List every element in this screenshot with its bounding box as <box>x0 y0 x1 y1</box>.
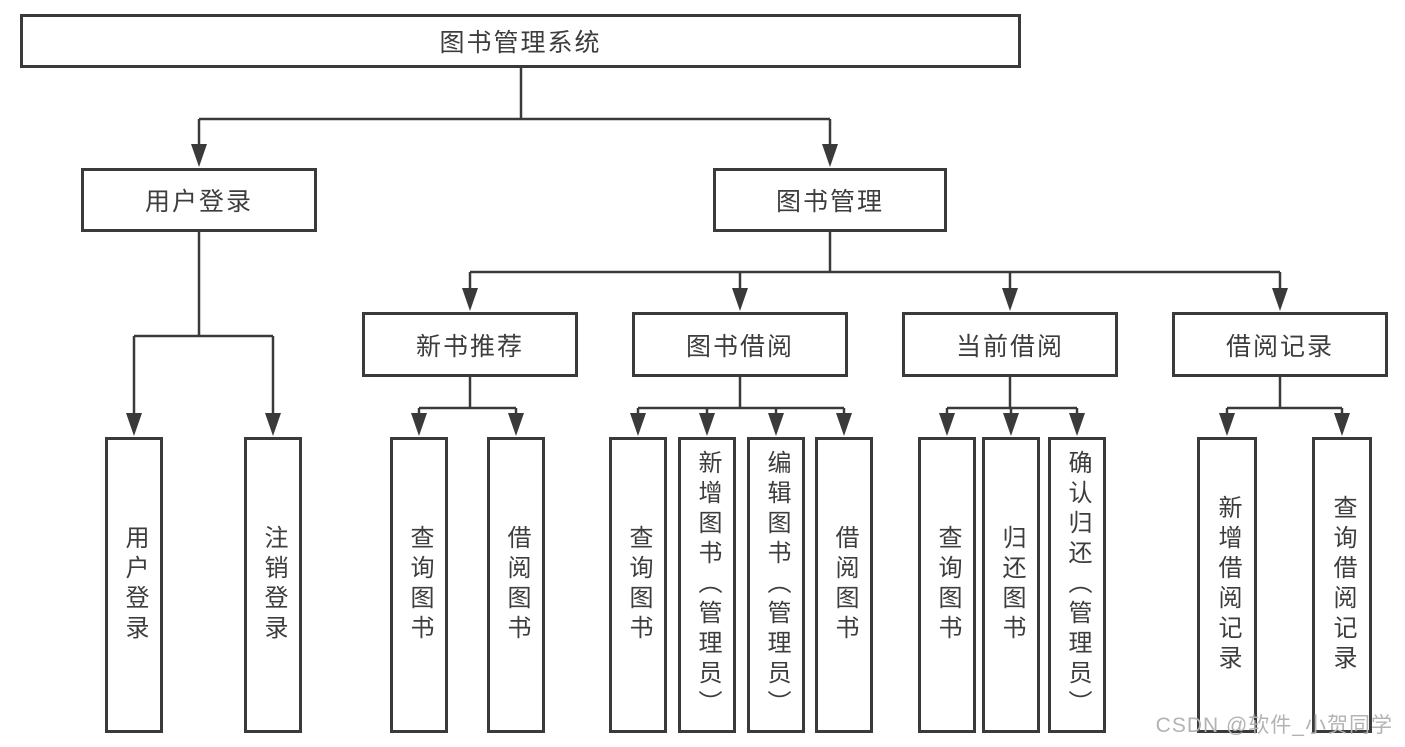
watermark: CSDN @软件_小贺同学 <box>1155 714 1393 737</box>
node-user-login: 用户登录 <box>81 168 317 232</box>
node-book-borrowing: 图书借阅 <box>632 312 848 377</box>
node-new-book-recommendation: 新书推荐 <box>362 312 578 377</box>
node-current-borrowing: 当前借阅 <box>902 312 1118 377</box>
node-label: 图书管理 <box>775 188 884 216</box>
leaf-label: 借阅图书 <box>831 525 858 645</box>
leaf-borrow-books: 借阅图书 <box>487 437 545 733</box>
node-label: 借阅记录 <box>1225 332 1334 361</box>
arrowheads <box>126 144 1350 436</box>
leaf-logout: 注销登录 <box>244 437 302 733</box>
leaf-label: 查询借阅记录 <box>1329 495 1356 675</box>
leaf-label: 注销登录 <box>260 525 287 645</box>
node-library-management-system: 图书管理系统 <box>20 14 1021 68</box>
leaf-query-books: 查询图书 <box>390 437 448 733</box>
node-borrowing-records: 借阅记录 <box>1172 312 1388 377</box>
node-label: 图书管理系统 <box>439 29 602 57</box>
leaf-add-borrow-record: 新增借阅记录 <box>1197 437 1257 733</box>
node-book-management: 图书管理 <box>713 168 947 232</box>
node-label: 图书借阅 <box>685 332 794 361</box>
leaf-label: 查询图书 <box>406 525 433 645</box>
node-label: 当前借阅 <box>955 332 1064 361</box>
leaf-label: 归还图书 <box>998 525 1025 645</box>
node-label: 新书推荐 <box>415 332 524 361</box>
leaf-query-books: 查询图书 <box>609 437 667 733</box>
leaf-query-books: 查询图书 <box>918 437 976 733</box>
leaf-label: 借阅图书 <box>503 525 530 645</box>
leaf-label: 编辑图书（管理员） <box>763 450 790 720</box>
leaf-borrow-books: 借阅图书 <box>815 437 873 733</box>
node-label: 用户登录 <box>144 188 253 216</box>
leaf-user-login: 用户登录 <box>105 437 163 733</box>
leaf-add-books-admin: 新增图书（管理员） <box>678 437 736 733</box>
leaf-return-books: 归还图书 <box>982 437 1040 733</box>
leaf-label: 确认归还（管理员） <box>1064 450 1091 720</box>
leaf-label: 新增图书（管理员） <box>694 450 721 720</box>
leaf-confirm-return-admin: 确认归还（管理员） <box>1048 437 1106 733</box>
leaf-label: 新增借阅记录 <box>1214 495 1241 675</box>
leaf-label: 查询图书 <box>625 525 652 645</box>
leaf-edit-books-admin: 编辑图书（管理员） <box>747 437 805 733</box>
leaf-label: 用户登录 <box>121 525 148 645</box>
leaf-query-borrow-record: 查询借阅记录 <box>1312 437 1372 733</box>
leaf-label: 查询图书 <box>934 525 961 645</box>
